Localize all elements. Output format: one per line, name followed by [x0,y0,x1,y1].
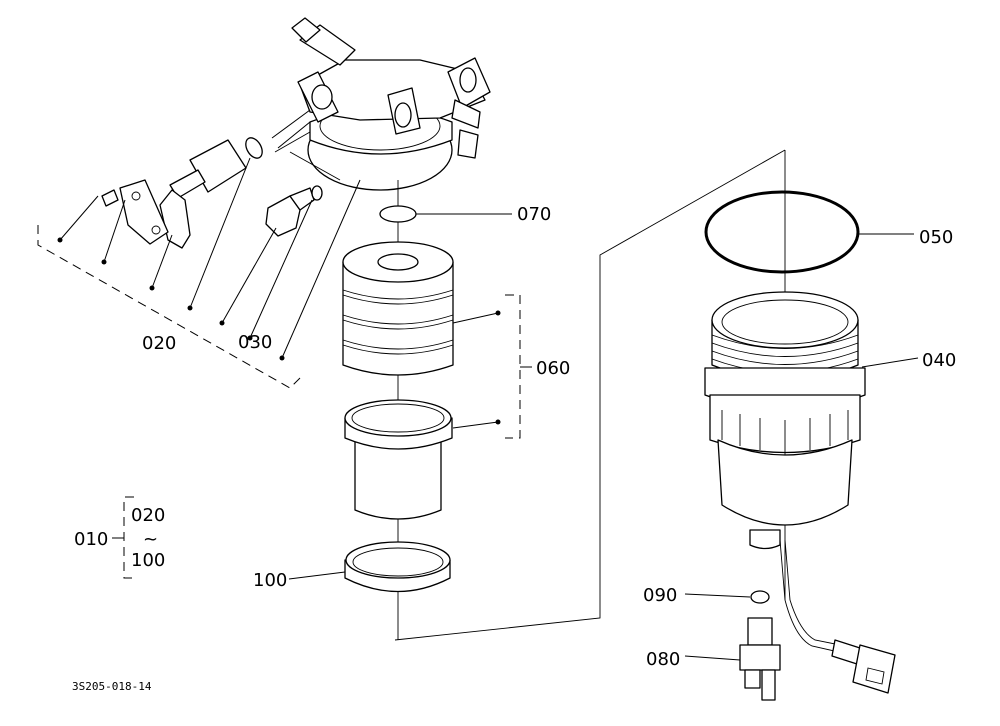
callout-100: 100 [253,570,346,591]
label-100: 100 [253,570,287,591]
callout-010-range: 010 020 ~ 100 [74,496,165,579]
drain-valve-lever-parts [101,137,263,249]
label-030: 030 [238,332,272,353]
callout-080: 080 [646,649,741,670]
filter-bowl-parts [704,150,896,701]
callout-090: 090 [643,585,751,606]
label-050: 050 [919,227,953,248]
label-070: 070 [517,204,551,225]
label-010: 010 [74,529,108,550]
label-080: 080 [646,649,680,670]
range-tilde: ~ [143,529,158,550]
label-090: 090 [643,585,677,606]
head-part-leaders [37,109,361,389]
callout-020: 020 [142,333,176,354]
filter-head-assembly [291,17,491,191]
callout-070: 070 [416,204,551,225]
air-vent-screw [265,185,323,237]
drawing-code: 3S205-018-14 [72,680,152,693]
assembly-guide-lines [274,131,786,641]
range-from: 020 [131,505,165,526]
callout-060: 060 [452,294,570,439]
label-020: 020 [142,333,176,354]
label-040: 040 [922,350,956,371]
label-060: 060 [536,358,570,379]
callout-030: 030 [238,332,272,353]
callout-040: 040 [861,350,956,371]
center-column-parts [342,180,454,640]
callout-050: 050 [858,227,953,248]
range-to: 100 [131,550,165,571]
